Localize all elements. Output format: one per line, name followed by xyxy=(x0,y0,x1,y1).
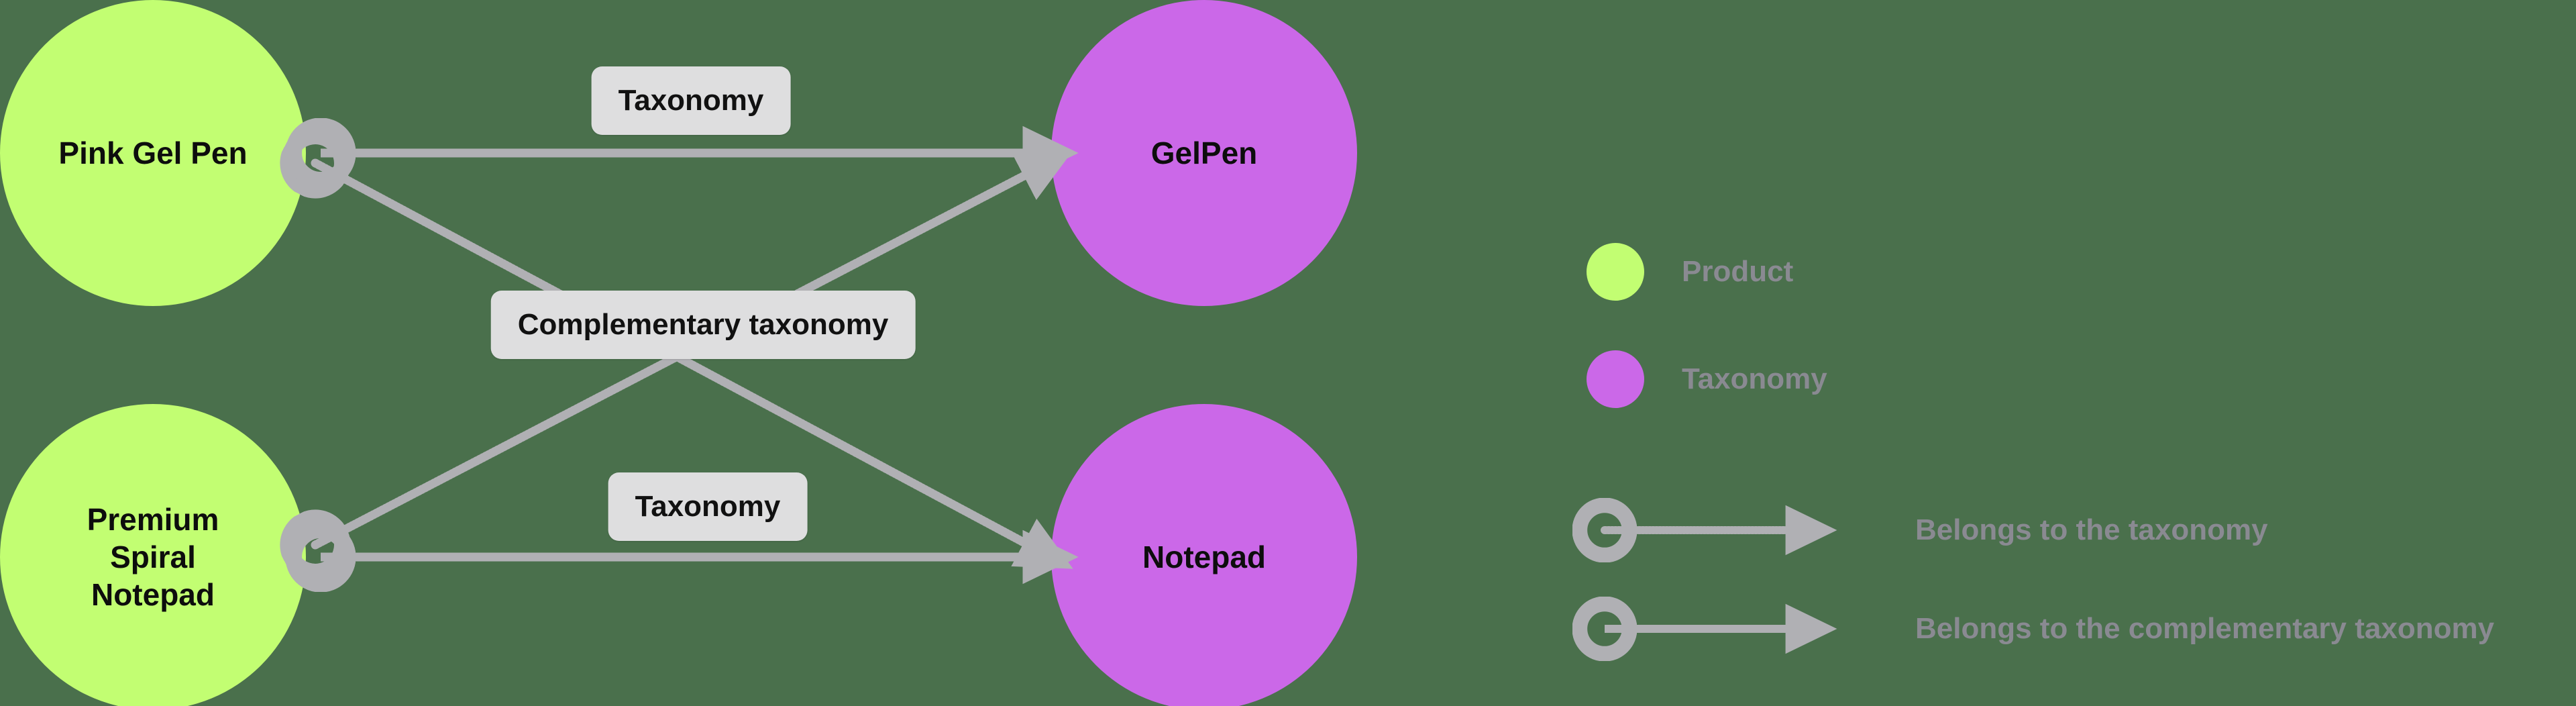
legend-label-belongs-to-complementary-taxonomy: Belongs to the complementary taxonomy xyxy=(1915,612,2495,645)
edge-label-complementary-taxonomy[interactable]: Complementary taxonomy xyxy=(490,291,916,359)
node-premium-spiral-notepad[interactable] xyxy=(0,404,306,706)
legend-label-product: Product xyxy=(1682,255,1794,288)
taxonomy-color-swatch-icon xyxy=(1587,350,1644,408)
product-color-swatch-icon xyxy=(1587,243,1644,301)
node-gelpen[interactable] xyxy=(1051,0,1357,306)
legend-item-belongs-to-complementary-taxonomy[interactable]: Belongs to the complementary taxonomy xyxy=(1587,612,2553,645)
node-notepad[interactable] xyxy=(1051,404,1357,706)
legend-item-taxonomy[interactable]: Taxonomy xyxy=(1587,350,1827,408)
edge-label-taxonomy-bottom[interactable]: Taxonomy xyxy=(608,472,808,541)
edge-label-taxonomy-top[interactable]: Taxonomy xyxy=(591,66,791,135)
legend-label-belongs-to-taxonomy: Belongs to the taxonomy xyxy=(1915,513,2268,546)
legend-item-belongs-to-taxonomy[interactable]: Belongs to the taxonomy xyxy=(1587,513,2553,546)
legend: Product Taxonomy Belongs to the taxonomy… xyxy=(1587,201,2553,658)
legend-item-product[interactable]: Product xyxy=(1587,243,1793,301)
legend-label-taxonomy: Taxonomy xyxy=(1682,362,1827,395)
node-pink-gel-pen[interactable] xyxy=(0,0,306,306)
